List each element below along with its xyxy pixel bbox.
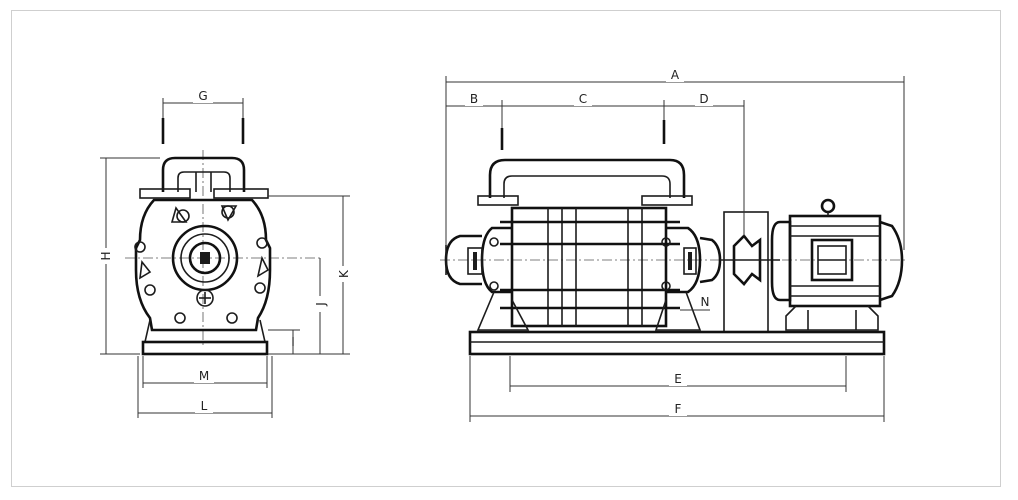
- dim-label-f: F: [675, 402, 682, 416]
- dim-e-label-bg: [669, 372, 687, 386]
- front-view: G H K J I M L: [97, 89, 351, 418]
- dim-b-label-bg: [465, 92, 483, 106]
- dim-label-j: J: [314, 302, 328, 307]
- dim-label-m: M: [199, 369, 209, 383]
- dim-g-label-bg: [193, 89, 213, 103]
- dim-j-label-bg: [312, 296, 328, 312]
- dim-label-a: A: [671, 68, 680, 82]
- dim-label-e: E: [674, 372, 682, 386]
- dim-label-h: H: [99, 251, 113, 260]
- dim-label-c: C: [579, 92, 587, 106]
- dim-m-label-bg: [194, 369, 214, 383]
- dim-label-b: B: [470, 92, 478, 106]
- dim-label-k: K: [337, 269, 351, 278]
- dim-k-label-bg: [335, 266, 351, 282]
- drawing-frame: [11, 10, 1001, 487]
- dim-a-label-bg: [666, 68, 684, 82]
- dim-label-l: L: [201, 399, 208, 413]
- dim-c-label-bg: [574, 92, 592, 106]
- dim-label-g: G: [198, 89, 207, 103]
- dim-h-label-bg: [97, 248, 113, 264]
- side-view: N A B C D E F: [440, 68, 905, 422]
- dim-label-d: D: [699, 92, 708, 106]
- dim-label-n: N: [701, 295, 710, 309]
- dim-d-label-bg: [695, 92, 713, 106]
- dim-f-label-bg: [669, 402, 687, 416]
- dim-l-label-bg: [195, 399, 213, 413]
- dim-label-i: I: [291, 335, 295, 349]
